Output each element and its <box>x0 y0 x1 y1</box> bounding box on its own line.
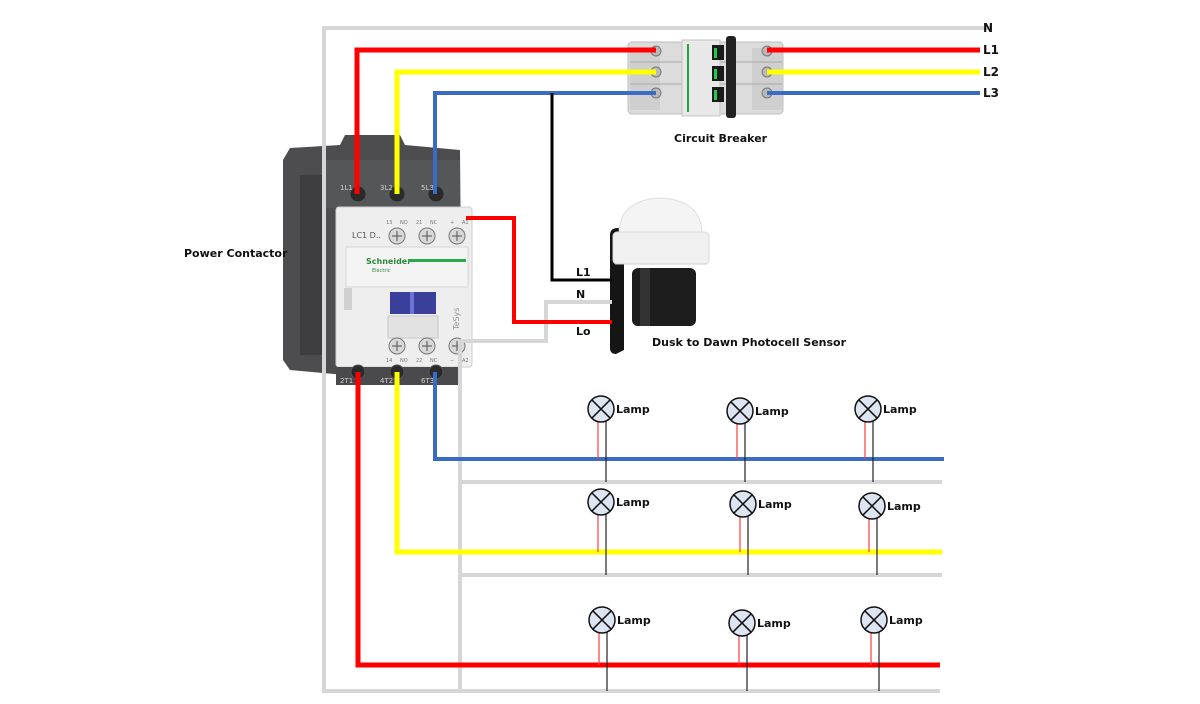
wire-neutral-main <box>322 26 990 693</box>
contactor-brand-sub: Electric <box>372 268 391 274</box>
label-supply-l1: L1 <box>983 43 999 57</box>
aux-21: 21 <box>416 220 422 226</box>
aux-14: 14 <box>386 358 392 364</box>
circuit-breaker-label: Circuit Breaker <box>674 132 768 145</box>
wire-l2-load <box>394 372 942 555</box>
aux-13: 13 <box>386 220 392 226</box>
lamp: Lamp <box>729 490 792 575</box>
wire-l1-supply <box>354 47 656 194</box>
power-contactor-label: Power Contactor <box>184 247 288 260</box>
contactor-brand: Schneider <box>366 257 411 266</box>
breaker-toggle <box>726 36 736 118</box>
aux-no-bottom: NO <box>400 358 408 364</box>
terminal-1l1: 1L1 <box>340 184 353 192</box>
lamp: Lamp <box>858 492 921 575</box>
aux-a1: A1 <box>462 220 469 226</box>
photocell-terminal-n: N <box>576 288 585 301</box>
aux-no-top: NO <box>400 220 408 226</box>
aux-22: 22 <box>416 358 422 364</box>
wire-a1-lo <box>466 216 612 324</box>
contactor-model: LC1 D.. <box>352 231 381 240</box>
aux-nc-top: NC <box>430 220 438 226</box>
terminal-3l2: 3L2 <box>380 184 393 192</box>
aux-a2: A2 <box>462 358 469 364</box>
lamp-label: Lamp <box>758 498 792 511</box>
wire-l1-load <box>355 372 940 668</box>
lamp: Lamp <box>728 609 791 691</box>
terminal-5l3: 5L3 <box>421 184 434 192</box>
label-supply-n: N <box>983 21 993 35</box>
aux-nc-bottom: NC <box>430 358 438 364</box>
label-supply-l2: L2 <box>983 65 999 79</box>
terminal-6t3: 6T3 <box>421 377 434 385</box>
terminal-4t2: 4T2 <box>380 377 393 385</box>
lamp: Lamp <box>860 606 923 691</box>
wire-l3-load <box>433 372 944 461</box>
lamp-label: Lamp <box>755 405 789 418</box>
lamp-label: Lamp <box>616 496 650 509</box>
photocell-sensor <box>610 197 710 354</box>
lamp-label: Lamp <box>617 614 651 627</box>
wire-photocell-l1 <box>550 93 612 282</box>
terminal-2t1: 2T1 <box>340 377 353 385</box>
circuit-breaker <box>627 36 784 118</box>
lamp-label: Lamp <box>887 500 921 513</box>
lamp: Lamp <box>854 395 917 482</box>
lamp: Lamp <box>587 488 650 575</box>
photocell-terminal-lo: Lo <box>576 325 591 338</box>
aux-plus: + <box>450 220 454 226</box>
contactor-series: TeSys <box>452 308 461 331</box>
wire-l3-supply <box>433 91 656 194</box>
lamp: Lamp <box>587 395 650 482</box>
wires <box>322 26 990 693</box>
photocell-terminal-l1: L1 <box>576 266 591 279</box>
lamp-label: Lamp <box>757 617 791 630</box>
lamp-label: Lamp <box>616 403 650 416</box>
wire-l2-supply <box>394 69 656 194</box>
photocell-label: Dusk to Dawn Photocell Sensor <box>652 336 847 349</box>
lamp: Lamp <box>588 606 651 691</box>
power-contactor: Schneider Electric LC1 D.. TeSys <box>283 135 473 385</box>
aux-minus: − <box>450 358 454 364</box>
lamp-label: Lamp <box>889 614 923 627</box>
lamp-label: Lamp <box>883 403 917 416</box>
lamp: Lamp <box>726 397 789 482</box>
label-supply-l3: L3 <box>983 86 999 100</box>
